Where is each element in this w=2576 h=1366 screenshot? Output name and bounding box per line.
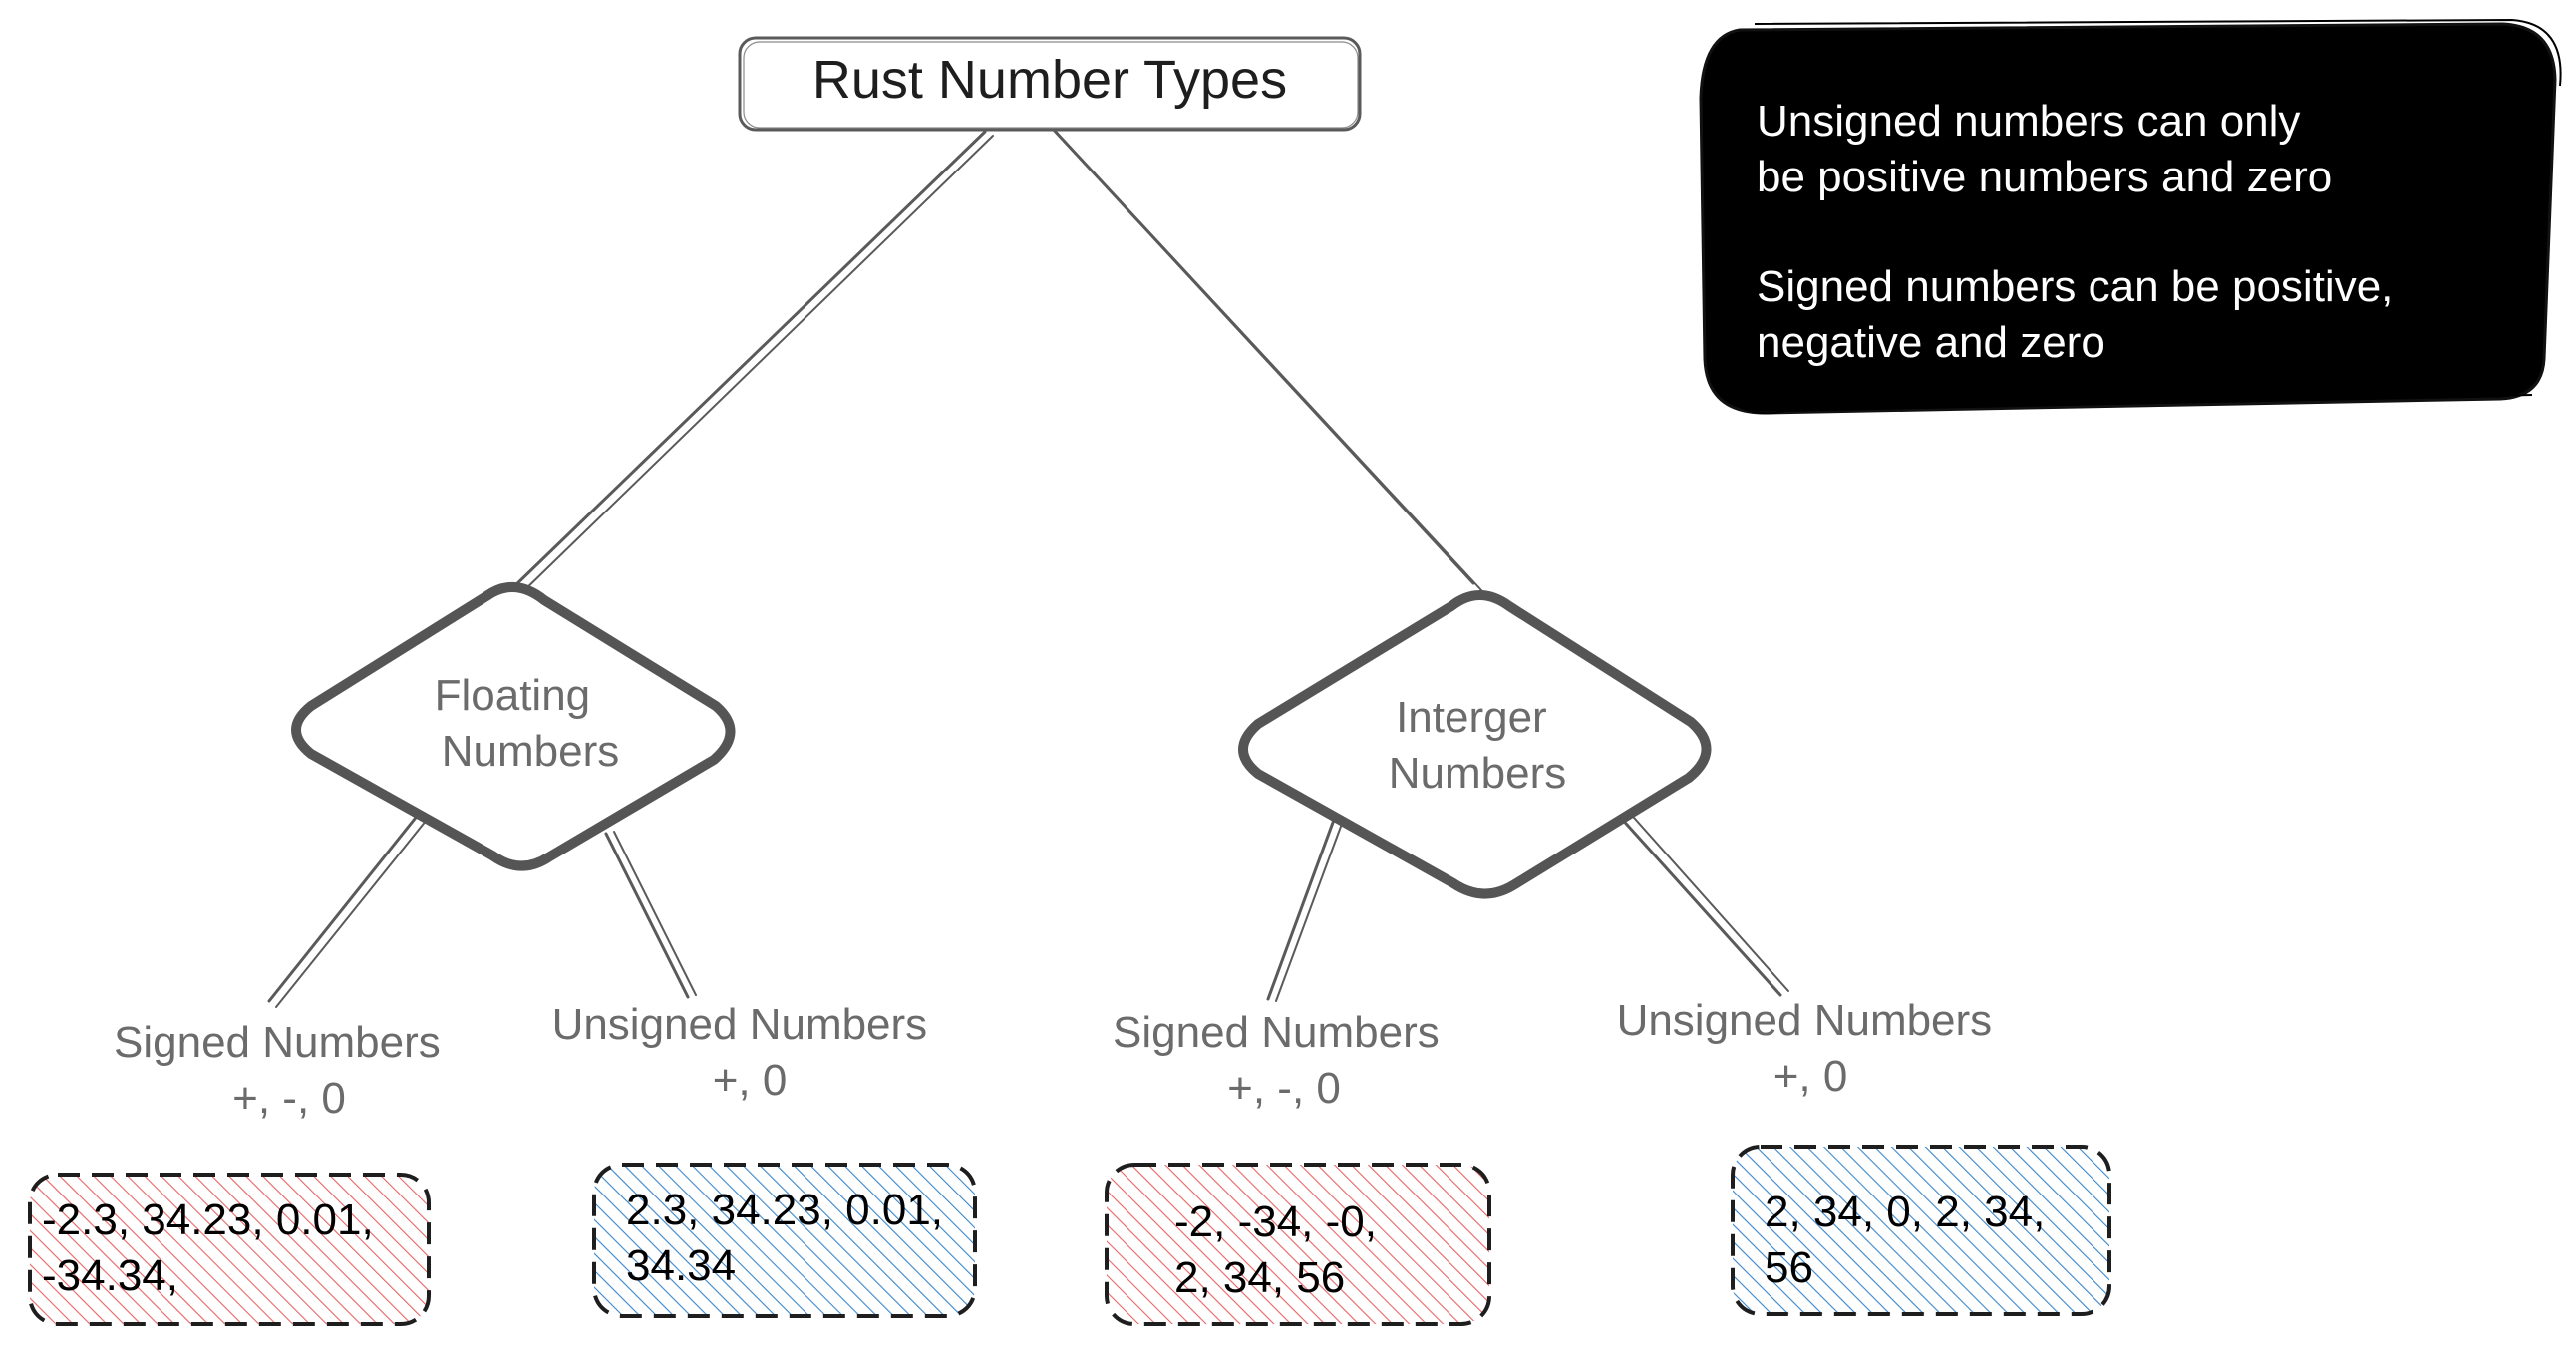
example-line: -34.34,	[42, 1251, 178, 1300]
example-text: -2, -34, -0, 2, 34, 56	[1174, 1197, 1389, 1302]
title-text: Rust Number Types	[812, 50, 1287, 110]
title-node: Rust Number Types	[738, 36, 1362, 132]
leaf-label-line: +, -, 0	[232, 1074, 346, 1123]
floating-signed-label: Signed Numbers +, -, 0	[114, 1018, 453, 1123]
note-text: Unsigned numbers can only be positive nu…	[1757, 97, 2406, 367]
connector-lines	[267, 126, 1789, 1008]
title-box	[738, 36, 1362, 132]
example-line: -2, -34, -0,	[1174, 1197, 1377, 1246]
leaf-label-line: Signed Numbers	[1113, 1008, 1440, 1057]
floating-signed-examples: -2.3, 34.23, 0.01, -34.34,	[28, 1173, 431, 1326]
example-line: 2, 34, 0, 2, 34,	[1765, 1188, 2045, 1236]
example-text: 2.3, 34.23, 0.01, 34.34	[626, 1186, 955, 1290]
integer-diamond	[1238, 590, 1712, 899]
connector-floating-unsigned	[604, 831, 697, 999]
integer-signed-examples: -2, -34, -0, 2, 34, 56	[1105, 1163, 1491, 1326]
example-box-hatch	[30, 1175, 429, 1324]
leaf-label-line: Unsigned Numbers	[1617, 996, 1993, 1045]
example-box-border	[1105, 1163, 1491, 1326]
floating-unsigned-label: Unsigned Numbers +, 0	[552, 1000, 940, 1105]
note-line: Unsigned numbers can only	[1757, 97, 2300, 146]
leaf-label-line: +, 0	[1773, 1052, 1848, 1101]
connector-integer-unsigned	[1617, 809, 1789, 997]
leaf-label-line: Unsigned Numbers	[552, 1000, 928, 1049]
connector-integer-signed	[1266, 818, 1343, 1002]
integer-unsigned-examples: 2, 34, 0, 2, 34, 56	[1731, 1145, 2111, 1316]
note-box: Unsigned numbers can only be positive nu…	[1699, 18, 2562, 415]
floating-unsigned-examples: 2.3, 34.23, 0.01, 34.34	[592, 1163, 977, 1318]
floating-numbers-node: Floating Numbers	[291, 581, 736, 871]
integer-signed-label: Signed Numbers +, -, 0	[1113, 1008, 1451, 1113]
note-line: be positive numbers and zero	[1757, 153, 2332, 201]
leaf-labels: Signed Numbers +, -, 0 Unsigned Numbers …	[114, 996, 2005, 1123]
integer-label: Interger Numbers	[1389, 693, 1567, 798]
integer-label-line: Interger	[1396, 693, 1547, 742]
example-line: -2.3, 34.23, 0.01,	[42, 1195, 374, 1244]
leaf-label-line: +, 0	[713, 1056, 788, 1105]
integer-numbers-node: Interger Numbers	[1238, 590, 1712, 899]
example-box-hatch	[1107, 1165, 1489, 1324]
example-box-hatch	[594, 1165, 975, 1316]
example-text: 2, 34, 0, 2, 34, 56	[1765, 1188, 2058, 1292]
example-line: 2, 34, 56	[1174, 1253, 1345, 1302]
floating-label-line: Floating	[435, 671, 591, 720]
example-line: 34.34	[626, 1241, 736, 1290]
example-line: 56	[1765, 1243, 1813, 1292]
example-text: -2.3, 34.23, 0.01, -34.34,	[42, 1195, 386, 1300]
connector-root-integer	[1050, 126, 1482, 591]
example-box-hatch	[1733, 1147, 2109, 1314]
floating-diamond	[291, 581, 736, 871]
example-box-border	[592, 1163, 977, 1318]
note-line: negative and zero	[1757, 318, 2105, 367]
example-box-border	[1731, 1145, 2111, 1316]
note-line: Signed numbers can be positive,	[1757, 262, 2393, 311]
leaf-label-line: +, -, 0	[1227, 1064, 1341, 1113]
leaf-label-line: Signed Numbers	[114, 1018, 441, 1067]
connector-floating-signed	[267, 802, 436, 1008]
integer-label-line: Numbers	[1389, 749, 1567, 798]
integer-unsigned-label: Unsigned Numbers +, 0	[1617, 996, 2005, 1101]
example-box-border	[28, 1173, 431, 1326]
connector-root-floating	[508, 130, 994, 597]
floating-label-line: Numbers	[442, 727, 620, 776]
floating-label: Floating Numbers	[435, 671, 620, 776]
example-line: 2.3, 34.23, 0.01,	[626, 1186, 943, 1234]
